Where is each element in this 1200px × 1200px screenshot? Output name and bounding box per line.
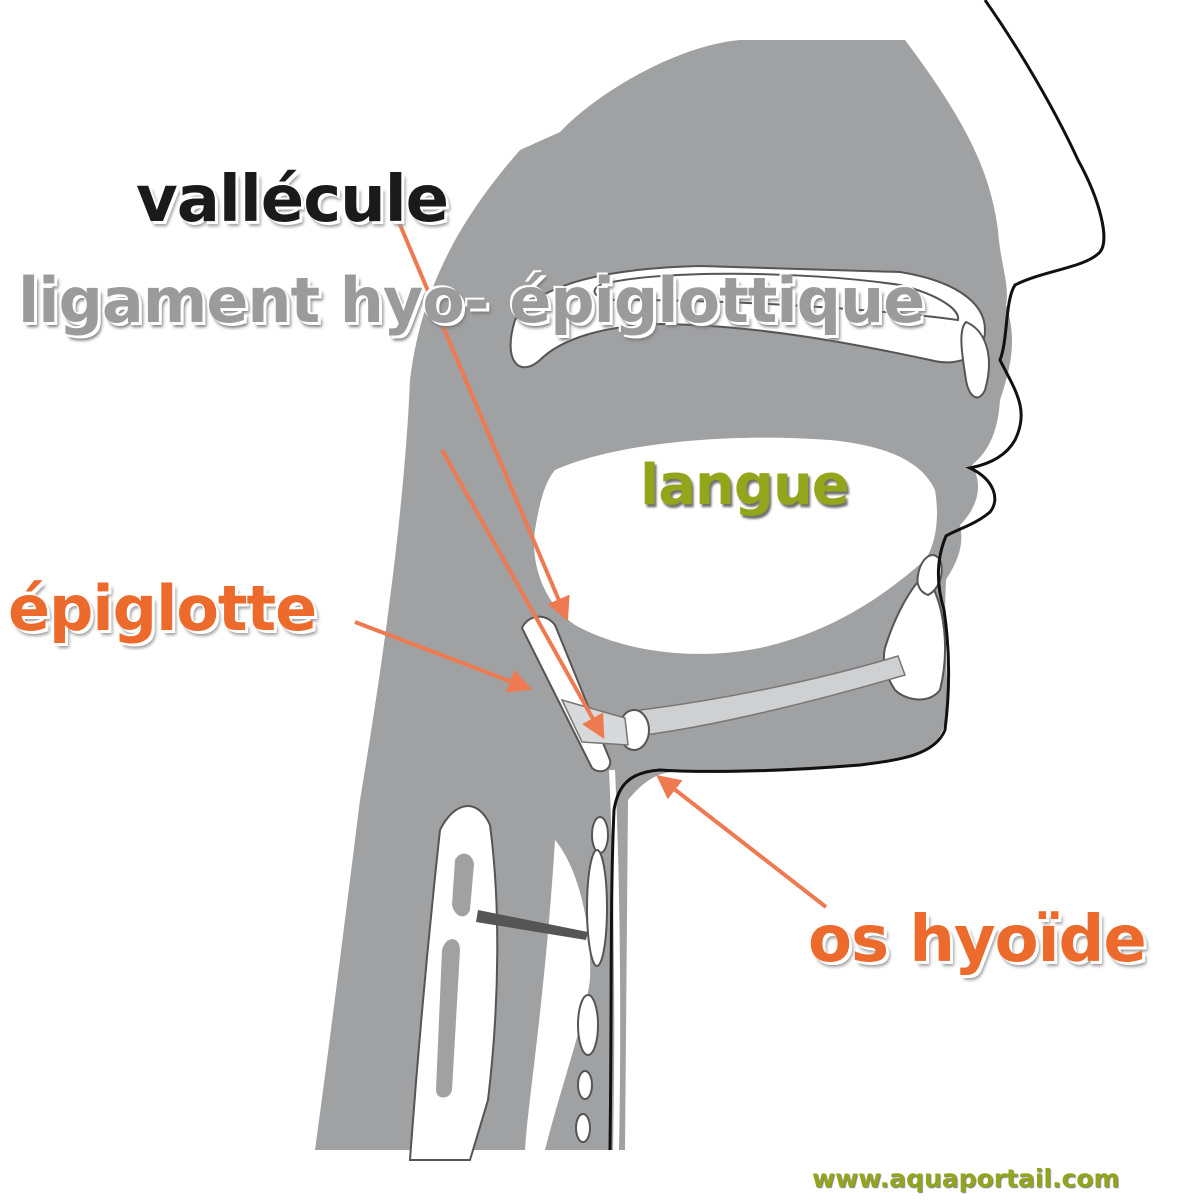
label-hyoepiglottic-ligament: ligament hyo- épiglottique [18,264,925,337]
arrow-ligament [440,449,605,740]
cricoid-cartilage [577,994,599,1056]
geniohyoid-muscle [639,655,906,736]
vertebral-body [436,939,460,1098]
upper-tooth [960,320,990,399]
thyroid-cartilage [586,849,608,967]
face-profile-line [608,0,1106,1151]
arrow-hyoide [656,775,828,909]
label-vallecule: vallécule [136,163,449,237]
tracheal-ring [577,1070,593,1100]
palate-spongy-bone [593,272,960,322]
arrow-epiglotte [354,620,533,693]
label-epiglottis: épiglotte [8,572,317,645]
label-hyoid-bone: os hyoïde [808,903,1147,977]
cartilage-ligament [476,910,588,940]
tracheal-ring [591,816,609,854]
oral-cavity [534,437,937,654]
label-tongue: langue [640,453,850,518]
vertebral-body [452,853,474,917]
tracheal-ring [575,1113,591,1143]
website-watermark: www.aquaportail.com [812,1164,1120,1193]
arrow-vallecule [396,219,570,622]
